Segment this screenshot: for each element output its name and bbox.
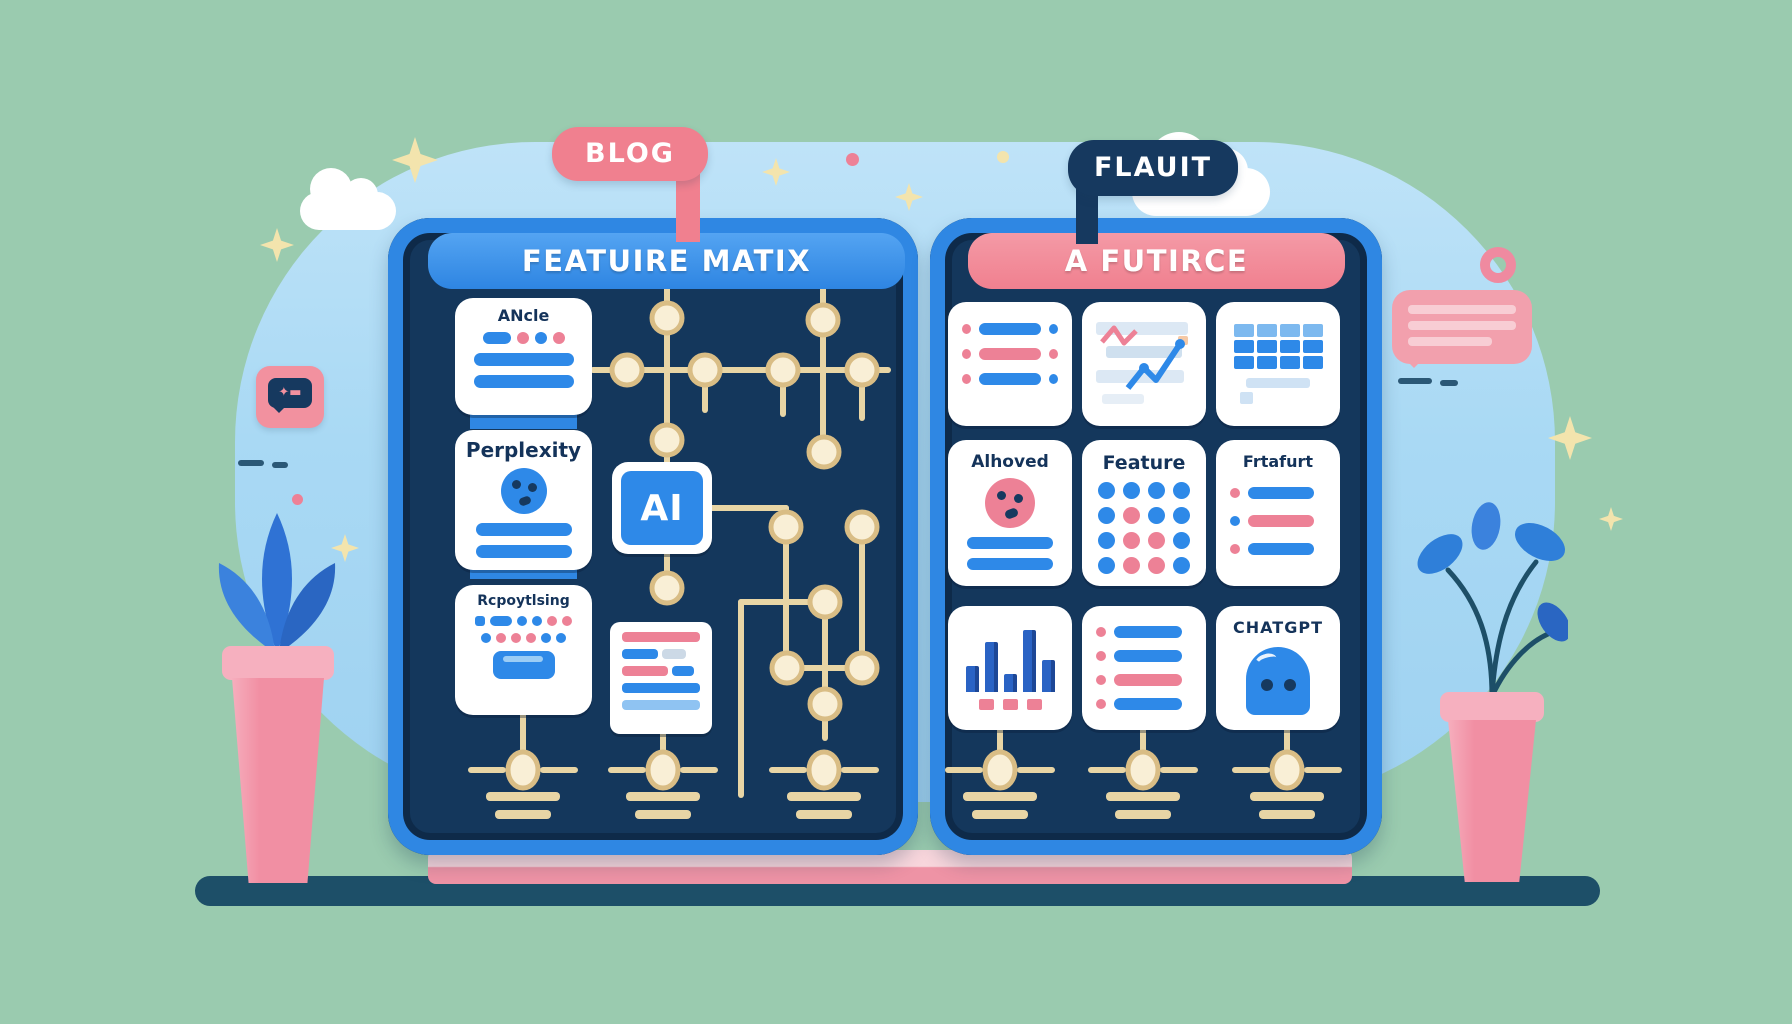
face-icon (500, 468, 547, 514)
data-table-icon (1226, 324, 1330, 369)
blog-tag-stem (676, 170, 700, 242)
dot-matrix-icon (1092, 482, 1196, 574)
table-footer-square (1240, 392, 1253, 404)
text-line-icon (967, 537, 1053, 549)
ai-chip-label: AI (621, 471, 703, 545)
card-bullet-list (1082, 606, 1206, 730)
card-label: Feature (1102, 452, 1186, 474)
card-bar-chart (948, 606, 1072, 730)
face-icon (985, 478, 1035, 528)
chat-bubble-tail (272, 406, 286, 420)
card-chatgpt: CHATGPT (1216, 606, 1340, 730)
text-line-icon (475, 545, 572, 558)
pink-dot (846, 153, 859, 166)
text-line-icon (475, 523, 572, 536)
dash-mark (272, 462, 288, 468)
line-chart-icon (1096, 322, 1188, 404)
speech-bubble-tail (1406, 360, 1422, 376)
cream-dot (997, 151, 1009, 163)
chat-badge: ✦▬ (256, 366, 324, 428)
left-card-rcpoytlsing: Rcpoytlsing (455, 585, 592, 715)
blog-tag: BLOG (552, 127, 708, 181)
card-label: Frtafurt (1242, 452, 1314, 471)
card-alhoved: Alhoved (948, 440, 1072, 586)
card-label: CHATGPT (1233, 618, 1323, 637)
dots-row-icon (465, 332, 582, 344)
ground-symbols (945, 727, 1342, 819)
sparkle-icon (1599, 507, 1623, 531)
plant-right (1417, 502, 1568, 698)
text-line-icon (473, 375, 574, 388)
dash-mark (1398, 378, 1432, 384)
card-bullet-list (948, 302, 1072, 426)
card-frtafurt: Frtafurt (1216, 440, 1340, 586)
left-card-ancle: ANcle (455, 298, 592, 415)
plant-pot (232, 678, 324, 883)
pink-ring (1480, 247, 1516, 283)
chat-bubble-icon: ✦▬ (268, 378, 312, 408)
text-line-icon (473, 353, 574, 366)
button-icon (492, 651, 555, 679)
pink-dot (292, 494, 303, 505)
flauit-tag: FLAUIT (1068, 140, 1238, 196)
card-label: ANcle (497, 306, 550, 325)
plant-pot-rim (222, 646, 334, 680)
card-label: Rcpoytlsing (477, 593, 570, 609)
sparkle-icon (260, 228, 294, 262)
card-connector (470, 413, 577, 429)
dot-grid-icon (465, 616, 582, 626)
speech-bubble (1392, 290, 1532, 368)
cloud-left (300, 168, 396, 230)
text-line-icon (967, 558, 1053, 570)
right-panel-title: A FUTIRCE (968, 233, 1345, 289)
panel-shelf (428, 850, 1352, 884)
bar-chart-base (958, 699, 1062, 710)
right-panel-a-futirce: A FUTIRCE (930, 218, 1382, 855)
dash-mark (238, 460, 264, 466)
ghost-icon (1246, 647, 1310, 715)
left-panel-feature-matrix: FEATUIRE MATIX (388, 218, 918, 855)
plant-left (218, 513, 336, 653)
flauit-tag-stem (1076, 186, 1098, 244)
card-data-table (1216, 302, 1340, 426)
dot-grid-icon (465, 633, 582, 643)
mini-table-card (610, 622, 712, 734)
left-card-perplexity: Perplexity (455, 430, 592, 570)
plant-pot-rim (1440, 692, 1544, 722)
card-label: Alhoved (971, 452, 1049, 472)
ai-chip: AI (612, 462, 712, 554)
dash-mark (1440, 380, 1458, 386)
bar-chart-icon (958, 624, 1062, 692)
card-label: Perplexity (465, 438, 582, 462)
table-footer-band (1246, 378, 1310, 388)
left-panel-title: FEATUIRE MATIX (428, 233, 905, 289)
plant-pot (1448, 720, 1536, 882)
card-feature: Feature (1082, 440, 1206, 586)
card-line-chart (1082, 302, 1206, 426)
